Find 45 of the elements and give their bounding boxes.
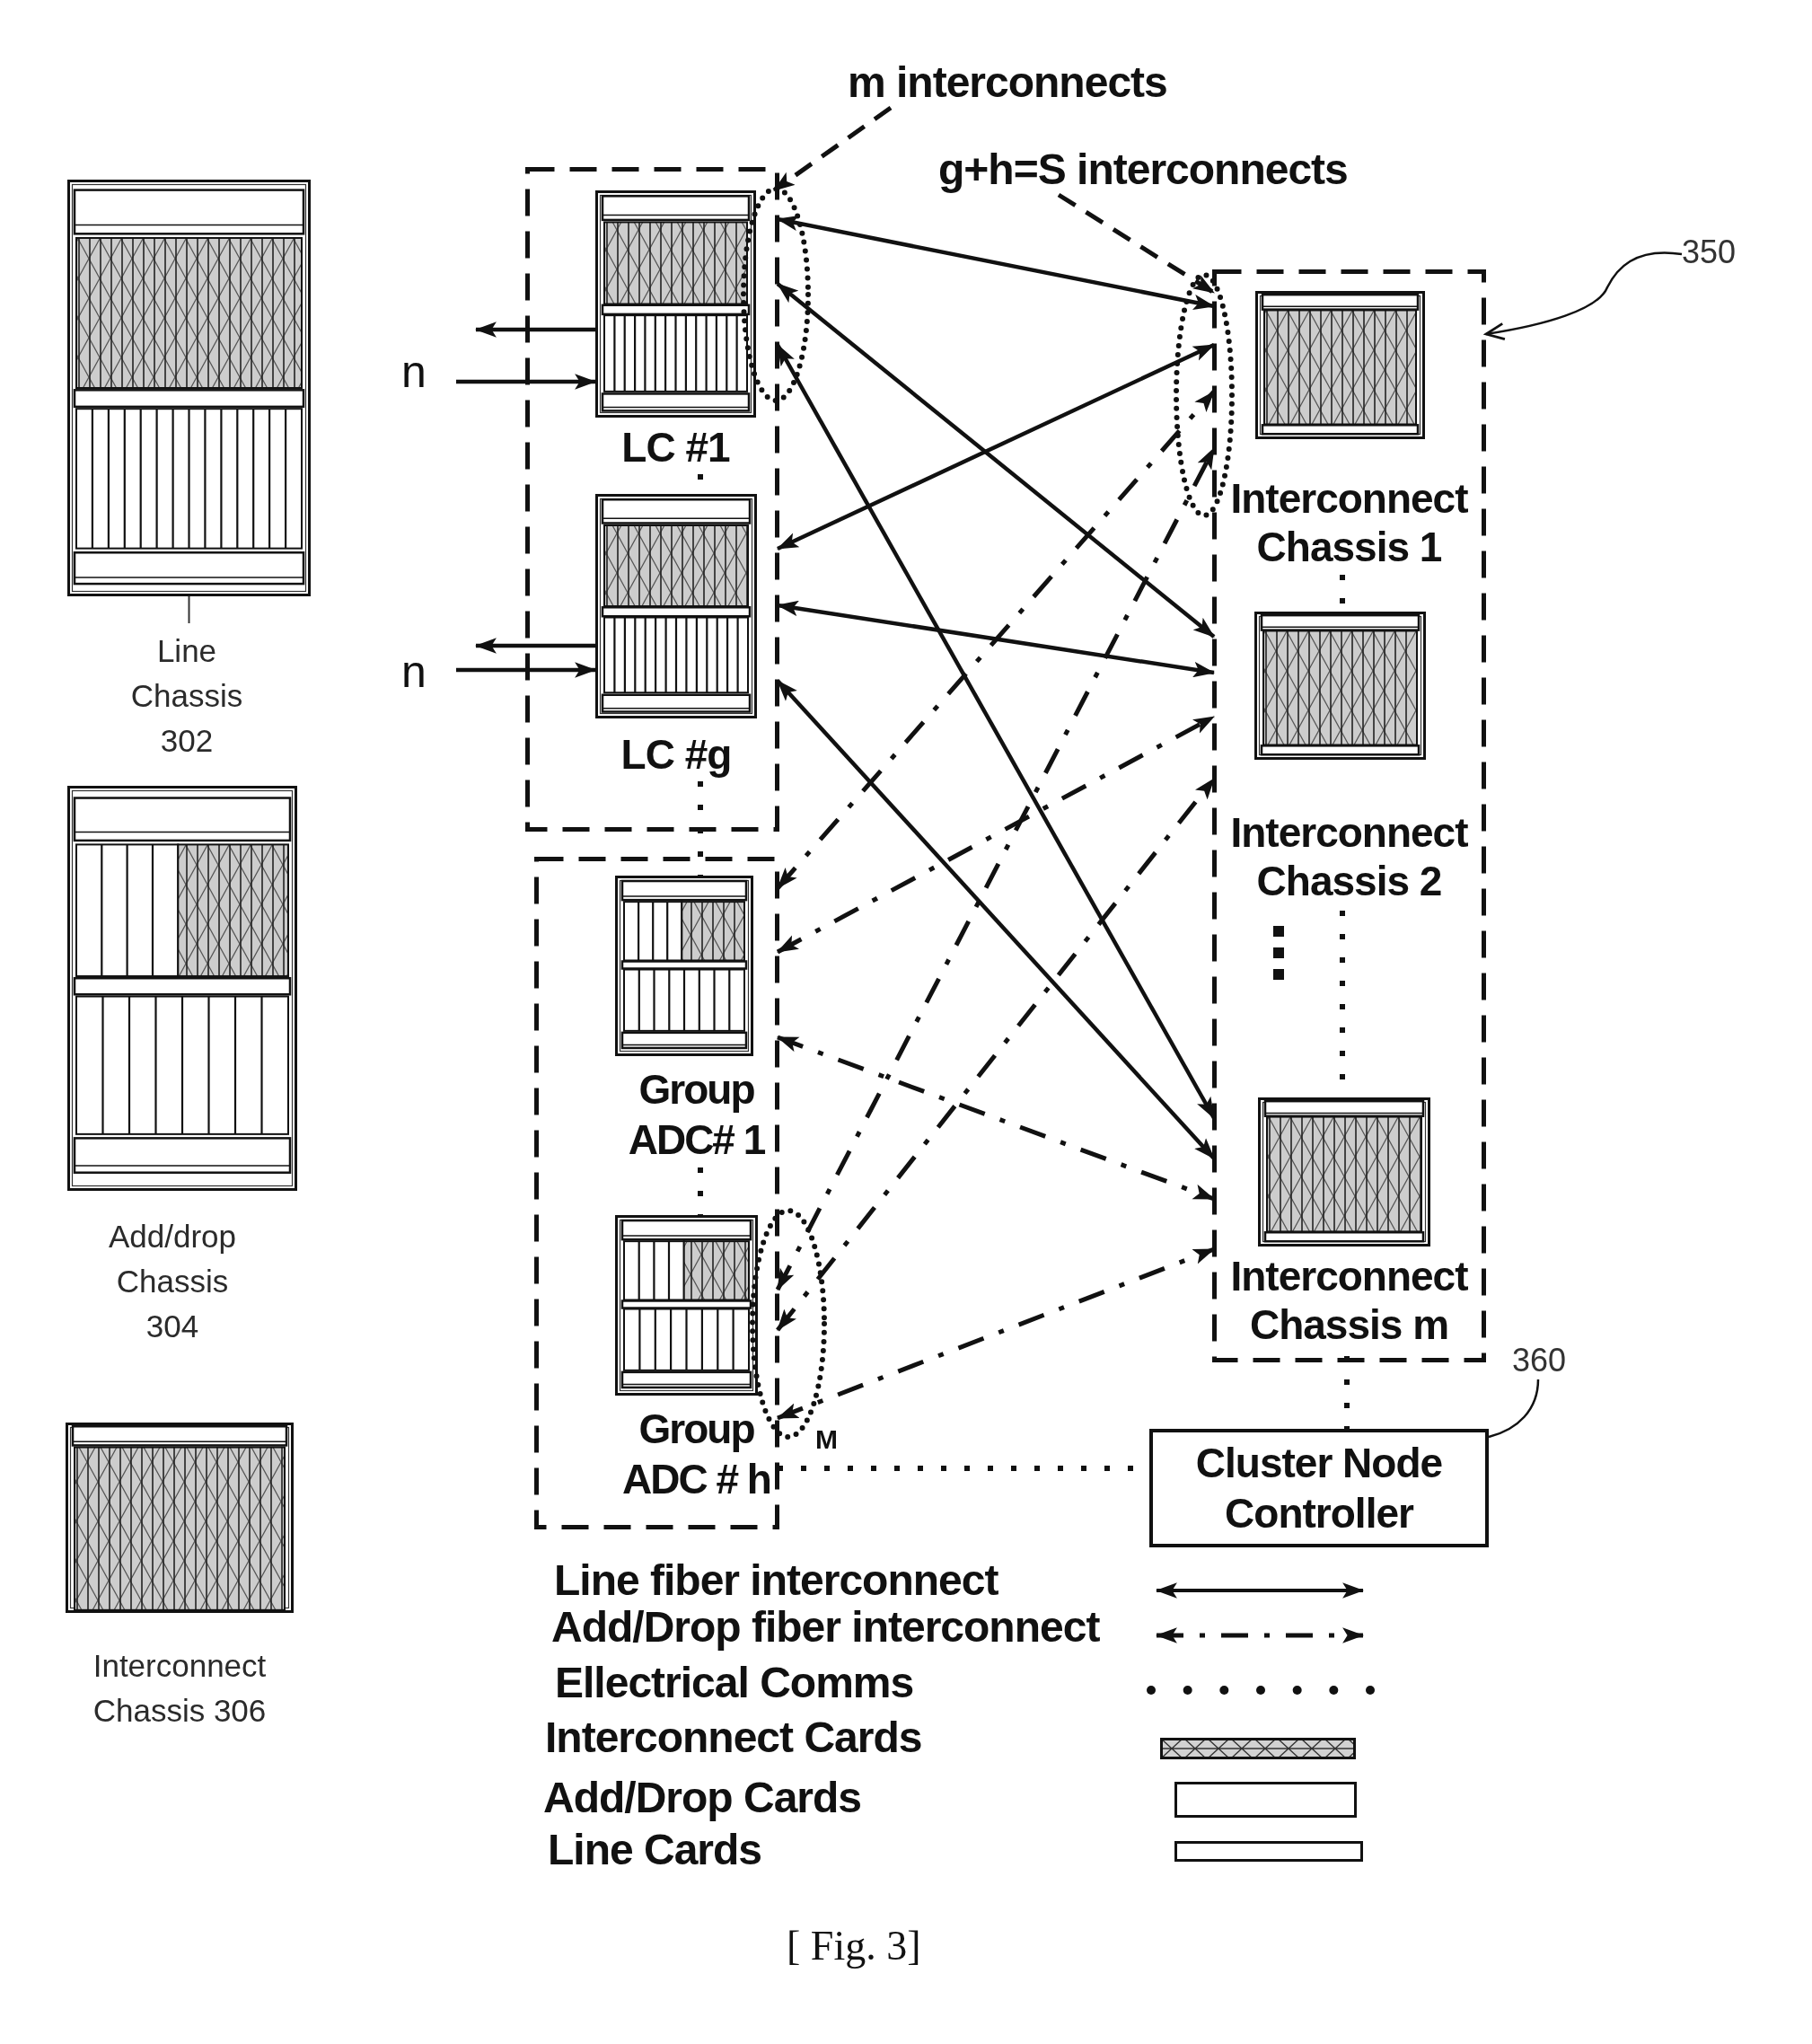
reference-numeral: 350 [1682, 233, 1737, 271]
chassis-label: LC #g [620, 730, 733, 780]
chassis-label: Add/drop Chassis 304 [107, 1218, 238, 1345]
leader-arrow [1484, 251, 1683, 340]
dotted-line [698, 781, 703, 876]
dash-dot-double-arrow [777, 1247, 1215, 1421]
arrow [456, 374, 597, 390]
controller-label: Cluster Node Controller [1194, 1439, 1444, 1538]
callout-text: m interconnects [848, 57, 1167, 108]
arrow [456, 662, 597, 678]
chassis-label: Interconnect Chassis 1 [1229, 474, 1469, 571]
dash-dot-double-arrow [776, 714, 1216, 955]
chassis-label: Group ADC# 1 [627, 1065, 766, 1165]
double-arrow [777, 342, 1215, 551]
chassis-label: Group ADC # h [621, 1405, 771, 1504]
dash-dot-double-arrow [777, 1035, 1215, 1202]
chassis-label: Line Chassis 302 [129, 632, 244, 760]
leader-line [1488, 1379, 1540, 1439]
controller-box [1149, 1429, 1489, 1547]
dotted-line [698, 1167, 703, 1215]
chassis-label: Interconnect Chassis m [1229, 1252, 1469, 1349]
chassis-label: Interconnect Chassis 2 [1229, 808, 1469, 905]
figure-caption: [ Fig. 3] [787, 1922, 921, 1970]
dashed-leader-arrow [772, 105, 893, 193]
legend-label: Ellectrical Comms [555, 1661, 914, 1705]
callout-text: g+h=S interconnects [938, 145, 1348, 195]
chassis-label: Interconnect Chassis 306 [92, 1647, 268, 1730]
double-arrow [776, 282, 1216, 639]
arrow [474, 322, 595, 338]
legend-label: Line Cards [548, 1828, 762, 1872]
arrow [474, 638, 595, 654]
dash-dot-double-arrow [775, 446, 1217, 1291]
legend-label: Add/Drop fiber interconnect [551, 1605, 1100, 1650]
callout-letter: M [815, 1424, 838, 1455]
variable-label: n [401, 647, 427, 697]
chassis-label: LC #1 [620, 423, 731, 472]
dash-dot-double-arrow [776, 777, 1216, 1332]
legend-label: Line fiber interconnect [554, 1558, 998, 1603]
legend-label: Add/Drop Cards [543, 1775, 861, 1820]
double-arrow [776, 343, 1216, 1120]
dashed-leader-arrow [1057, 192, 1216, 295]
variable-label: n [401, 347, 427, 397]
reference-numeral: 360 [1512, 1342, 1567, 1379]
dotted-line [1344, 1356, 1350, 1429]
legend-label: Interconnect Cards [545, 1715, 922, 1760]
